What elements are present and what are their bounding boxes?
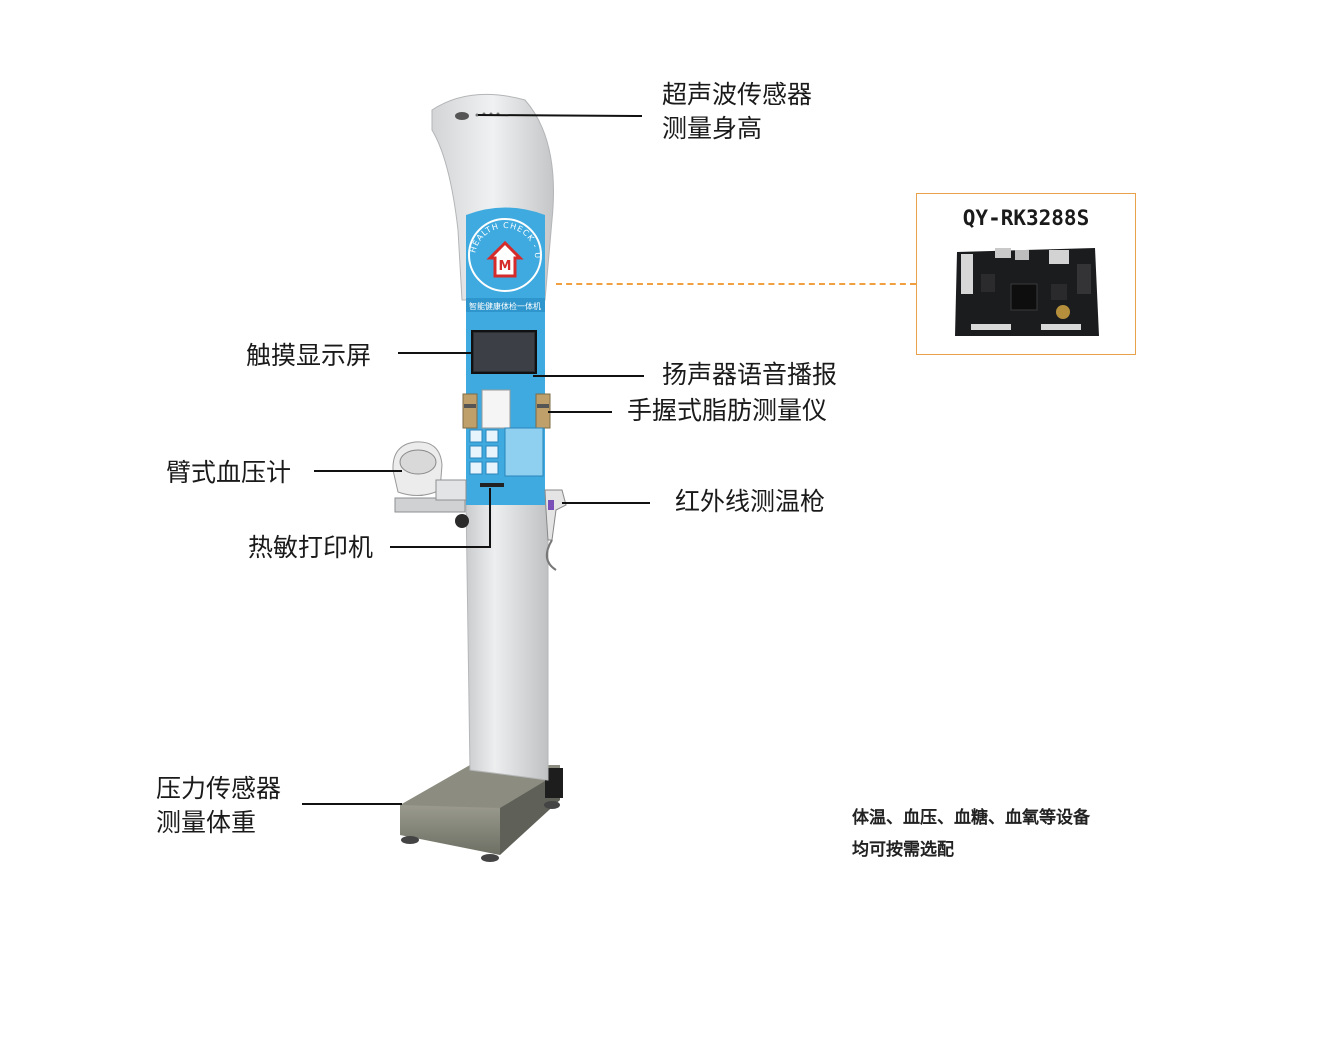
svg-text:M: M [499, 259, 512, 274]
touchscreen-callout-line [398, 352, 473, 354]
pressure-label-line-2: 测量体重 [156, 808, 257, 837]
product-name-text: 智能健康体检一体机 [469, 301, 541, 311]
thermometer-label: 红外线测温枪 [675, 487, 826, 516]
note-line-2: 均可按需选配 [852, 840, 954, 860]
infrared-thermometer-gun [544, 489, 567, 571]
grip-handles [462, 393, 551, 429]
scale-platform [400, 765, 563, 862]
speaker-callout-line [533, 375, 644, 377]
printer-callout-line-v [489, 488, 491, 548]
reference-table [504, 427, 544, 477]
printer-callout-line-h [390, 546, 491, 548]
board-connector-dashed-line [556, 283, 916, 285]
blood-pressure-cuff [392, 441, 469, 528]
circuit-board-image [955, 248, 1099, 336]
touchscreen-label: 触摸显示屏 [246, 341, 372, 370]
bp-meter-callout-line [314, 470, 402, 472]
fat-meter-label: 手握式脂肪测量仪 [627, 396, 828, 425]
printer-slot [480, 483, 504, 487]
kiosk-pole [465, 499, 549, 781]
board-model-title: QY-RK3288S [962, 206, 1090, 230]
speaker-label: 扬声器语音播报 [662, 360, 838, 389]
fat-meter-callout-line [548, 411, 612, 413]
instruction-card [481, 389, 511, 429]
ultrasonic-label-line-2: 测量身高 [662, 114, 763, 143]
bp-meter-label: 臂式血压计 [166, 458, 292, 487]
pressure-label: 压力传感器 测量体重 [156, 772, 281, 840]
note-line-1: 体温、血压、血糖、血氧等设备 [852, 808, 1090, 828]
optional-devices-note: 体温、血压、血糖、血氧等设备 均可按需选配 [852, 802, 1090, 866]
ultrasonic-label: 超声波传感器 测量身高 [662, 78, 812, 146]
thermometer-callout-line [562, 502, 650, 504]
pressure-callout-line [302, 803, 402, 805]
ultrasonic-label-line-1: 超声波传感器 [662, 80, 813, 109]
keypad [469, 429, 499, 475]
ultrasonic-sensor-icon [455, 112, 469, 120]
printer-label: 热敏打印机 [248, 533, 374, 562]
pressure-label-line-1: 压力传感器 [156, 774, 282, 803]
mainboard-box: QY-RK3288S [916, 193, 1136, 355]
